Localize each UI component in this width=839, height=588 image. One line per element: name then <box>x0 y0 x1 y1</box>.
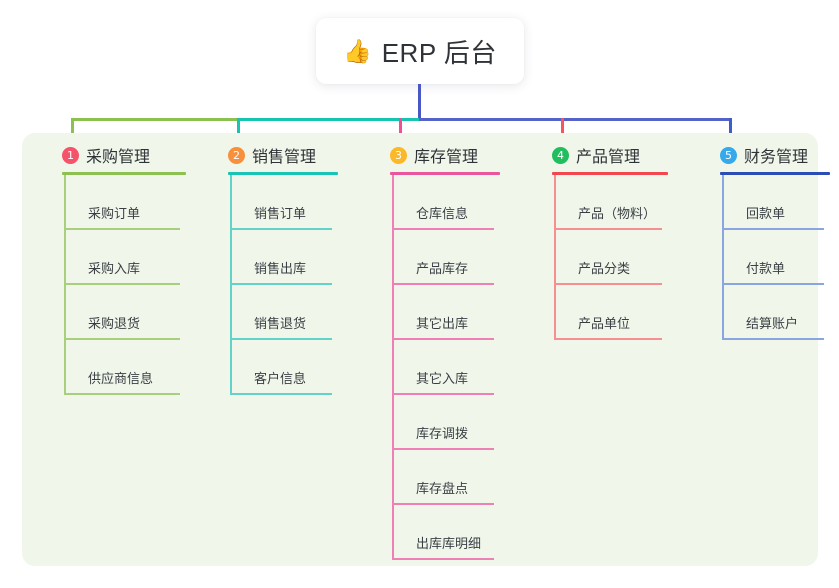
branch-title: 财务管理 <box>744 149 809 166</box>
leaf-item-label[interactable]: 付款单 <box>746 261 786 276</box>
leaf-item-rule <box>64 393 180 395</box>
leaf-item-rule <box>554 283 662 285</box>
branch-title: 产品管理 <box>576 149 641 166</box>
branch-header-rule <box>228 172 338 175</box>
leaf-item-rule <box>230 283 332 285</box>
branch-spine <box>554 175 556 340</box>
branch-spine <box>64 175 66 395</box>
branches-panel: 1 采购管理采购订单采购入库采购退货供应商信息 2 销售管理销售订单销售出库销售退货客… <box>22 133 830 566</box>
connector-bar-segment-3 <box>419 118 732 121</box>
leaf-item-rule <box>392 503 494 505</box>
leaf-item-label[interactable]: 其它出库 <box>416 316 469 331</box>
branch-header-4[interactable]: 4 产品管理 <box>552 143 640 167</box>
leaf-item-label[interactable]: 结算账户 <box>746 316 799 331</box>
leaf-item-label[interactable]: 采购退货 <box>88 316 141 331</box>
branch-spine <box>392 175 394 560</box>
leaf-item-rule <box>554 228 662 230</box>
leaf-item-label[interactable]: 库存调拨 <box>416 426 469 441</box>
leaf-item-label[interactable]: 销售退货 <box>254 316 307 331</box>
leaf-item-label[interactable]: 销售出库 <box>254 261 307 276</box>
leaf-item-label[interactable]: 库存盘点 <box>416 481 469 496</box>
leaf-item-rule <box>392 448 494 450</box>
branch-title: 采购管理 <box>86 149 151 166</box>
branch-number-badge: 1 <box>62 146 79 164</box>
leaf-item-label[interactable]: 采购入库 <box>88 261 141 276</box>
leaf-item-rule <box>392 558 494 560</box>
connector-stem <box>417 84 421 121</box>
branch-title: 销售管理 <box>252 149 317 166</box>
leaf-item-label[interactable]: 产品分类 <box>578 261 631 276</box>
leaf-item-rule <box>392 338 494 340</box>
branch-header-rule <box>552 172 668 175</box>
branch-spine <box>722 175 724 340</box>
branch-number-badge: 5 <box>720 146 737 164</box>
leaf-item-label[interactable]: 出库库明细 <box>416 536 482 551</box>
branch-header-3[interactable]: 3 库存管理 <box>390 143 478 167</box>
connector-bar-segment-1 <box>72 118 238 121</box>
connector-drop-4 <box>561 118 564 147</box>
leaf-item-rule <box>722 338 824 340</box>
leaf-item-label[interactable]: 采购订单 <box>88 206 141 221</box>
leaf-item-rule <box>230 228 332 230</box>
leaf-item-rule <box>722 228 824 230</box>
leaf-item-label[interactable]: 销售订单 <box>254 206 307 221</box>
leaf-item-rule <box>64 228 180 230</box>
branch-number-badge: 4 <box>552 146 569 164</box>
leaf-item-label[interactable]: 其它入库 <box>416 371 469 386</box>
thumbs-up-icon: 👍 <box>343 37 372 64</box>
leaf-item-label[interactable]: 客户信息 <box>254 371 307 386</box>
leaf-item-rule <box>64 283 180 285</box>
branch-header-5[interactable]: 5 财务管理 <box>720 143 808 167</box>
leaf-item-label[interactable]: 回款单 <box>746 206 786 221</box>
branch-header-rule <box>720 172 830 175</box>
page-title: ERP 后台 <box>381 37 497 68</box>
leaf-item-rule <box>392 228 494 230</box>
connector-drop-1 <box>71 118 74 147</box>
connector-drop-3 <box>399 118 402 147</box>
connector-drop-2 <box>237 118 240 147</box>
leaf-item-label[interactable]: 仓库信息 <box>416 206 469 221</box>
leaf-item-rule <box>230 338 332 340</box>
root-node-card[interactable]: 👍 ERP 后台 <box>316 18 524 84</box>
leaf-item-rule <box>392 393 494 395</box>
leaf-item-rule <box>554 338 662 340</box>
branch-title: 库存管理 <box>414 149 479 166</box>
branch-header-rule <box>390 172 500 175</box>
leaf-item-rule <box>722 283 824 285</box>
branch-header-2[interactable]: 2 销售管理 <box>228 143 316 167</box>
branch-number-badge: 2 <box>228 146 245 164</box>
root-node-content: 👍 ERP 后台 <box>343 33 497 70</box>
leaf-item-label[interactable]: 供应商信息 <box>88 371 154 386</box>
leaf-item-label[interactable]: 产品单位 <box>578 316 631 331</box>
connector-drop-5 <box>729 118 732 147</box>
branch-number-badge: 3 <box>390 146 407 164</box>
leaf-item-rule <box>392 283 494 285</box>
branch-spine <box>230 175 232 395</box>
leaf-item-label[interactable]: 产品（物料） <box>578 206 657 221</box>
leaf-item-rule <box>230 393 332 395</box>
branch-header-rule <box>62 172 186 175</box>
leaf-item-rule <box>64 338 180 340</box>
branch-header-1[interactable]: 1 采购管理 <box>62 143 150 167</box>
connector-bar-segment-2 <box>238 118 419 121</box>
leaf-item-label[interactable]: 产品库存 <box>416 261 469 276</box>
